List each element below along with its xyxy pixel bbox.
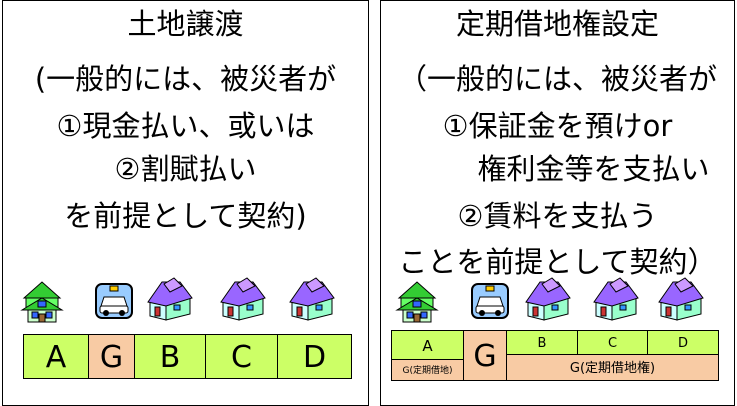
purple-house-icon xyxy=(219,276,267,324)
panel-line: を前提として契約) xyxy=(64,199,307,233)
lot-g: G xyxy=(88,334,135,379)
police-car-icon xyxy=(466,276,514,324)
purple-house-icon xyxy=(657,276,705,324)
icon-row xyxy=(3,276,368,324)
purple-house-icon xyxy=(146,276,194,324)
land-transfer-panel: 土地譲渡 (一般的には、被災者が ①現金払い、或いは ②割賦払い を前提として契… xyxy=(2,0,369,406)
lease-a-sub: G(定期借地) xyxy=(391,359,464,381)
panel-line: ことを前提として契約） xyxy=(398,245,717,279)
lease-g: G xyxy=(463,330,507,381)
panel-title: 土地譲渡 xyxy=(127,7,244,41)
icon-row xyxy=(381,276,734,324)
panel-line: ①保証金を預けor xyxy=(442,109,673,143)
purple-house-icon xyxy=(592,276,640,324)
panel-line: ①現金払い、或いは xyxy=(56,109,315,143)
lot-d: D xyxy=(277,334,352,379)
lease-g-bottom: G(定期借地権) xyxy=(506,354,719,381)
lot-c: C xyxy=(205,334,278,379)
lot-b: B xyxy=(134,334,206,379)
panel-line: （一般的には、被災者が xyxy=(397,62,717,96)
lot-a: A xyxy=(23,334,89,379)
purple-house-icon xyxy=(524,276,572,324)
green-house-icon xyxy=(18,276,66,324)
lease-b: B xyxy=(506,330,578,355)
panel-line: 権利金等を支払い xyxy=(477,152,710,186)
green-house-icon xyxy=(393,276,441,324)
lease-d: D xyxy=(647,330,719,355)
fixed-term-lease-panel: 定期借地権設定 （一般的には、被災者が ①保証金を預けor 権利金等を支払い ②… xyxy=(380,0,735,406)
panel-line: ②賃料を支払う xyxy=(457,199,658,233)
panel-line: ②割賦払い xyxy=(114,152,257,186)
lease-a: A xyxy=(391,330,464,360)
panel-title: 定期借地権設定 xyxy=(455,7,659,41)
purple-house-icon xyxy=(288,276,336,324)
police-car-icon xyxy=(90,276,138,324)
lease-c: C xyxy=(577,330,648,355)
panel-line: (一般的には、被災者が xyxy=(34,62,337,96)
